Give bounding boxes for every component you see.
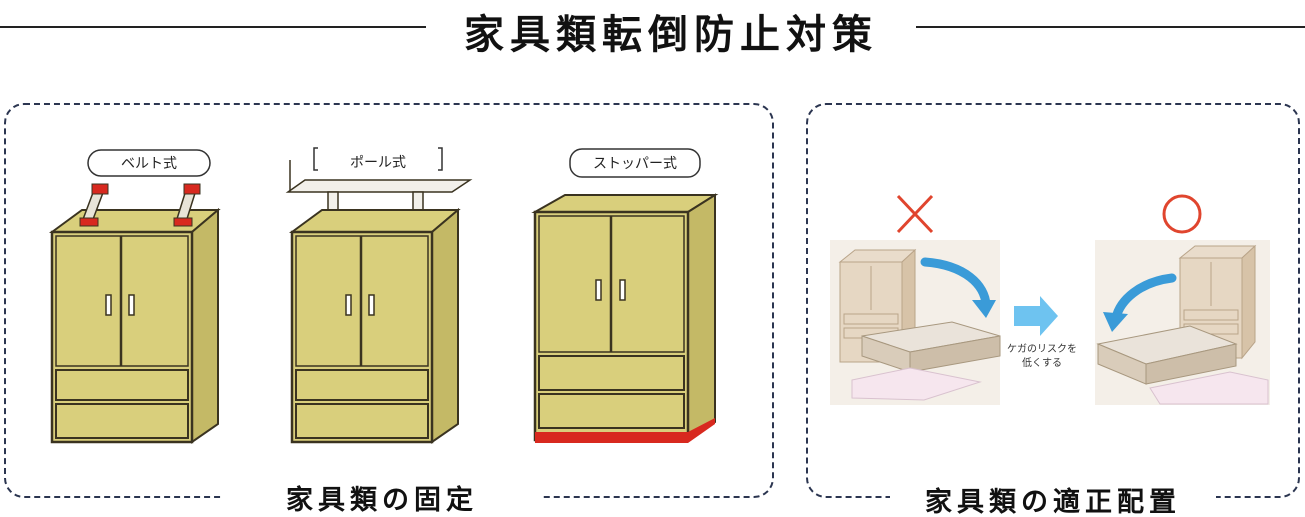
page-title: 家具類転倒防止対策 (464, 12, 878, 58)
title-row: 家具類転倒防止対策 (0, 0, 1305, 60)
risk-text-line2: 低くする (1022, 356, 1062, 369)
bad-placement-scene (830, 194, 1001, 405)
title-divider-right (916, 26, 1305, 28)
title-divider-left (0, 26, 426, 28)
pole-type-cabinet: ポール式 (285, 147, 473, 444)
belt-type-cabinet: ベルト式 (48, 149, 221, 444)
risk-text-line1: ケガのリスクを (1007, 343, 1077, 355)
belt-label-box (87, 149, 211, 177)
fixing-caption: 家具類の固定 (222, 478, 542, 516)
belt-label: ベルト式 (121, 156, 177, 172)
placement-caption: 家具類の適正配置 (890, 480, 1216, 517)
stopper-label: ストッパー式 (593, 156, 677, 172)
pole-label: ポール式 (350, 155, 406, 171)
improve-arrow: ケガのリスクを 低くする (1007, 296, 1077, 369)
good-placement-scene (1095, 194, 1270, 405)
stopper-type-cabinet: ストッパー式 (531, 148, 719, 443)
